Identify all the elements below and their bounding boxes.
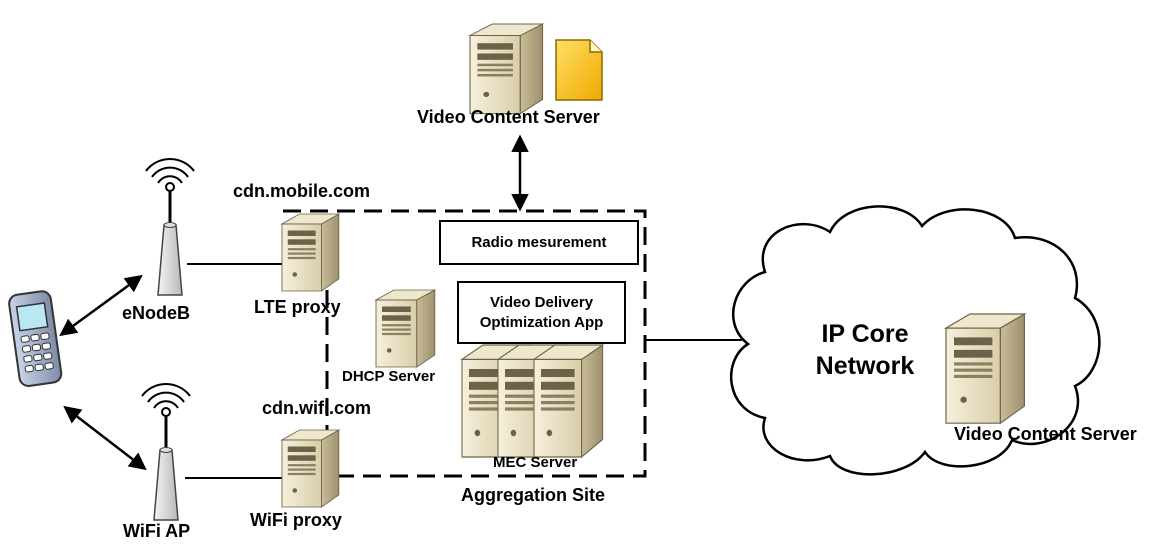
cdn-mobile-label: cdn.mobile.com — [233, 181, 371, 201]
wifi-ap-antenna-icon — [140, 382, 192, 522]
ip-core-network-label: IP Core Network — [790, 318, 940, 382]
lte-proxy-label: LTE proxy — [254, 297, 341, 317]
arrow-phone-wifi-ap — [63, 405, 147, 471]
enodeb-antenna-icon — [144, 157, 196, 297]
ip-core-network-line1: IP Core — [821, 320, 909, 348]
ip-core-network-line2: Network — [815, 352, 915, 380]
video-content-server-right-label: Video Content Server — [954, 424, 1137, 444]
lte-proxy-server-icon — [281, 213, 340, 292]
wifi-proxy-server-icon — [281, 429, 340, 508]
radio-measurement-box — [439, 220, 639, 265]
aggregation-site-boundary — [283, 209, 647, 478]
video-delivery-optimization-line1: Video Delivery — [489, 293, 594, 311]
aggregation-site-label: Aggregation Site — [461, 485, 606, 505]
arrow-phone-enodeb — [59, 274, 143, 337]
wifi-ap-label: WiFi AP — [123, 521, 191, 541]
cdn-wifi-label: cdn.wifi.com — [262, 398, 372, 418]
video-delivery-optimization-box — [457, 281, 626, 344]
mec-server-icon — [461, 344, 604, 458]
video-content-server-top-label: Video Content Server — [417, 107, 600, 127]
radio-measurement-label: Radio mesurement — [471, 233, 607, 251]
mobile-phone-icon — [8, 290, 63, 387]
video-content-server-top-icon — [469, 23, 544, 115]
enodeb-label: eNodeB — [122, 303, 191, 323]
video-delivery-optimization-line2: Optimization App — [479, 313, 604, 331]
video-content-server-right-icon — [945, 313, 1026, 424]
mec-server-label: MEC Server — [493, 454, 578, 471]
video-delivery-optimization-label: Video Delivery Optimization App — [458, 282, 625, 343]
document-icon — [555, 39, 603, 101]
dhcp-server-label: DHCP Server — [342, 368, 436, 385]
dhcp-server-icon — [375, 289, 436, 368]
wifi-proxy-label: WiFi proxy — [250, 510, 342, 530]
